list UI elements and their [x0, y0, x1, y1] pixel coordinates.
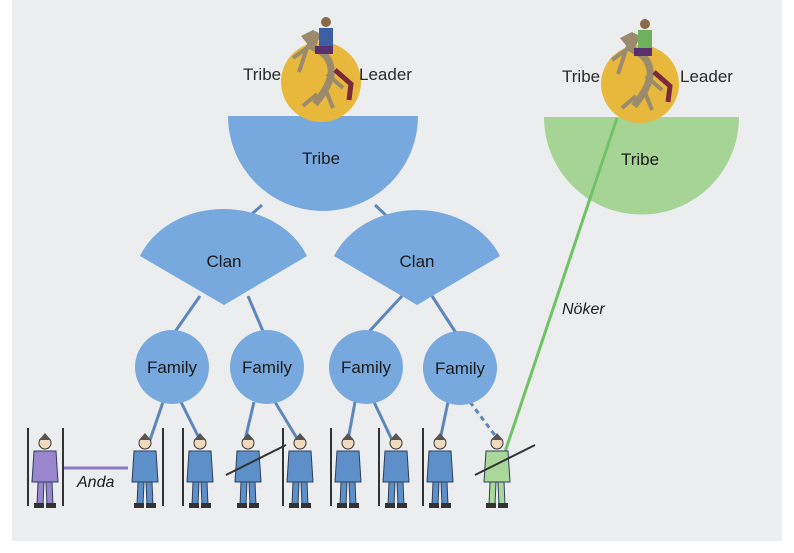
- family-label: Family: [435, 359, 486, 378]
- tribe-shape-main: [228, 116, 418, 211]
- horse-rider-icon: [610, 19, 673, 111]
- tribe-label-second: Tribe: [621, 150, 659, 169]
- family-label: Family: [147, 358, 198, 377]
- leader-second: [601, 19, 679, 123]
- family-node-3: Family: [329, 330, 403, 404]
- spear-warrior-icon: [182, 428, 214, 508]
- leader-tribe-label-main: Tribe: [243, 65, 281, 84]
- family-label: Family: [242, 358, 293, 377]
- spear-warrior-icon: [474, 433, 536, 508]
- leader-main: [281, 17, 361, 122]
- leader-leader-label-second: Leader: [680, 67, 733, 86]
- family-node-4: Family: [423, 331, 497, 405]
- clan-label-right: Clan: [400, 252, 435, 271]
- anda-label: Anda: [76, 474, 114, 491]
- clan-shape-left: [140, 208, 307, 305]
- spear-warrior-icon: [282, 428, 314, 508]
- tribe-label-main: Tribe: [302, 149, 340, 168]
- clan-label-left: Clan: [207, 252, 242, 271]
- family-node-1: Family: [135, 330, 209, 404]
- horse-rider-icon: [291, 17, 354, 109]
- hierarchy-connectors: [148, 203, 502, 443]
- spear-warrior-icon: [131, 428, 164, 508]
- spear-warrior-icon: [27, 428, 64, 508]
- family-node-2: Family: [230, 330, 304, 404]
- noker-connector: [503, 117, 619, 453]
- spear-warrior-icon: [330, 428, 362, 508]
- warrior-row: [27, 428, 536, 508]
- clan-shape-right: [334, 209, 500, 305]
- leader-tribe-label-second: Tribe: [562, 67, 600, 86]
- noker-label: Nöker: [562, 301, 605, 318]
- spear-warrior-icon: [378, 428, 410, 508]
- spear-warrior-icon: [422, 428, 454, 508]
- family-label: Family: [341, 358, 392, 377]
- spear-warrior-icon: [225, 433, 287, 508]
- leader-leader-label-main: Leader: [359, 65, 412, 84]
